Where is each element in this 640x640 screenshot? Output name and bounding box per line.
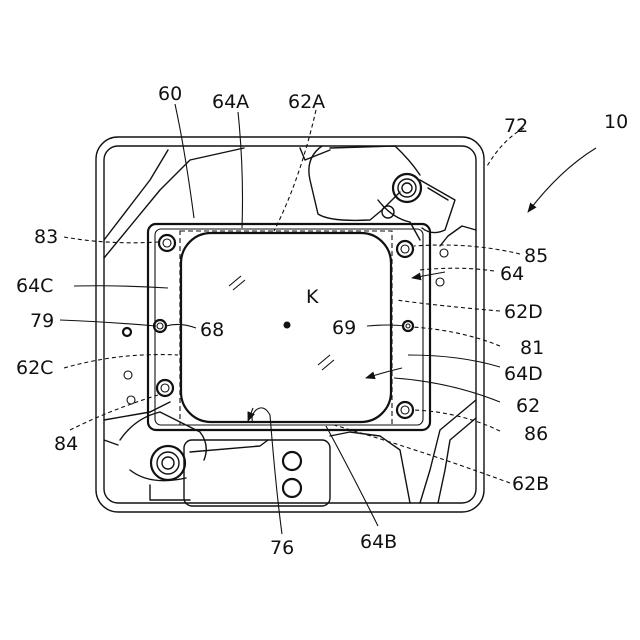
label-62: 62 xyxy=(516,395,540,417)
label-60: 60 xyxy=(158,83,182,105)
label-64b: 64B xyxy=(360,531,397,553)
label-62a: 62A xyxy=(288,91,325,113)
upper-right-bracket xyxy=(309,146,455,240)
label-62d: 62D xyxy=(504,301,543,323)
label-64d: 64D xyxy=(504,363,543,385)
center-point-k xyxy=(284,322,291,329)
label-86: 86 xyxy=(524,423,548,445)
label-64a: 64A xyxy=(212,91,249,113)
label-76: 76 xyxy=(270,537,294,559)
label-62b: 62B xyxy=(512,473,549,495)
label-72: 72 xyxy=(504,115,528,137)
lower-left-bracket xyxy=(120,402,410,506)
label-62c: 62C xyxy=(16,357,53,379)
label-68: 68 xyxy=(200,319,224,341)
label-k: K xyxy=(306,286,319,308)
reference-labels: 10 60 64A 62A 72 83 85 64C 64 K 62D 79 6… xyxy=(16,83,628,559)
label-84: 84 xyxy=(54,433,78,455)
label-83: 83 xyxy=(34,226,58,248)
label-64: 64 xyxy=(500,263,524,285)
label-79: 79 xyxy=(30,310,54,332)
label-85: 85 xyxy=(524,245,548,267)
label-69: 69 xyxy=(332,317,356,339)
label-81: 81 xyxy=(520,337,544,359)
label-64c: 64C xyxy=(16,275,53,297)
label-10: 10 xyxy=(604,111,628,133)
